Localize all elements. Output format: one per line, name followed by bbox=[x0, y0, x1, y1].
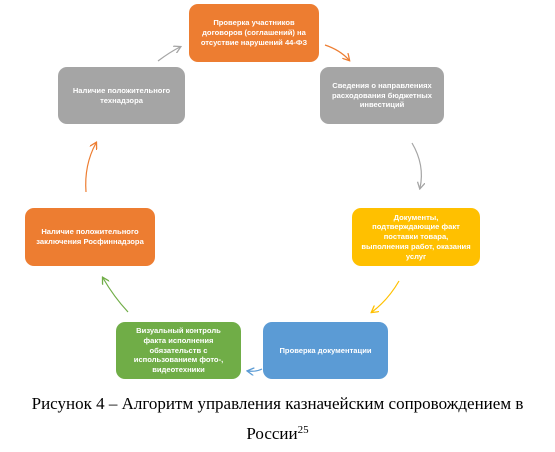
arrow-3-to-4 bbox=[372, 280, 400, 312]
node-documentation-check: Проверка документации bbox=[263, 322, 388, 379]
figure-caption-line2: России25 bbox=[0, 424, 555, 444]
footnote-ref: 25 bbox=[297, 424, 309, 436]
figure-caption-country: России bbox=[246, 424, 298, 443]
node-technical-supervision: Наличие положительного технадзора bbox=[58, 67, 185, 124]
node-participant-check: Проверка участников договоров (соглашени… bbox=[189, 4, 319, 62]
figure-caption-line1: Рисунок 4 – Алгоритм управления казначей… bbox=[31, 394, 524, 413]
node-technical-supervision-label: Наличие положительного технадзора bbox=[72, 85, 171, 105]
node-investment-info: Сведения о направлениях расходования бюд… bbox=[320, 67, 444, 124]
node-visual-control-label: Визуальный контроль факта исполнения обя… bbox=[133, 326, 224, 375]
arrow-6-to-7 bbox=[85, 143, 96, 193]
node-rosfinnadzor-conclusion-label: Наличие положительного заключения Росфин… bbox=[36, 227, 144, 246]
node-participant-check-label: Проверка участников договоров (соглашени… bbox=[200, 18, 308, 47]
arrow-7-to-1 bbox=[157, 47, 180, 62]
arrow-1-to-2 bbox=[324, 44, 349, 60]
arrow-4-to-5 bbox=[248, 369, 263, 371]
node-delivery-documents: Документы, подтверждающие факт поставки … bbox=[352, 208, 480, 266]
arrow-2-to-3 bbox=[411, 142, 421, 188]
arrow-5-to-6 bbox=[103, 278, 129, 313]
node-delivery-documents-label: Документы, подтверждающие факт поставки … bbox=[361, 212, 471, 261]
node-visual-control: Визуальный контроль факта исполнения обя… bbox=[116, 322, 241, 379]
node-documentation-check-label: Проверка документации bbox=[279, 345, 372, 355]
node-investment-info-label: Сведения о направлениях расходования бюд… bbox=[332, 80, 432, 110]
node-rosfinnadzor-conclusion: Наличие положительного заключения Росфин… bbox=[25, 208, 155, 266]
